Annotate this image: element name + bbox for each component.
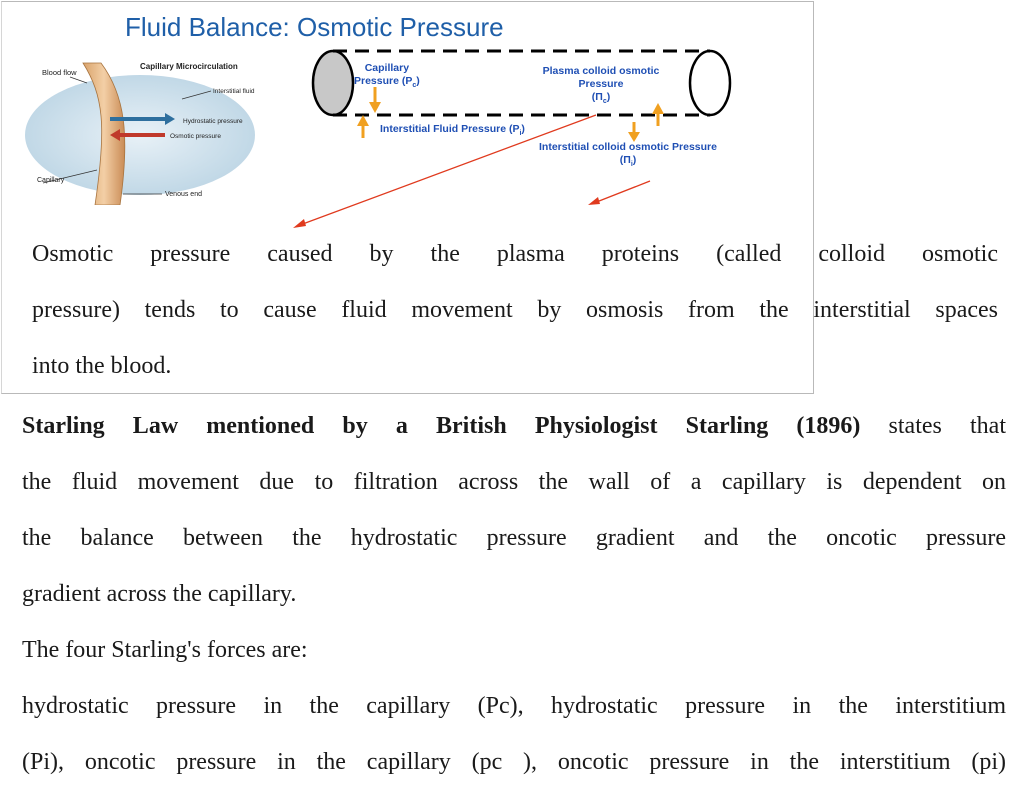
capillary-pressure-line2: Pressure (P — [354, 75, 413, 87]
interstitial-colloid-close: ) — [632, 154, 637, 166]
interstitial-colloid-label: Interstitial colloid osmotic Pressure (Π… — [532, 141, 724, 171]
paragraph2-line1: Starling Law mentioned by a British Phys… — [22, 398, 1006, 454]
blood-flow-pointer — [69, 76, 88, 84]
interstitial-colloid-symbol: (Π — [619, 154, 631, 166]
tube-left-end — [311, 49, 355, 117]
plasma-colloid-arrow — [652, 103, 664, 126]
capillary-microcirculation-illustration: Capillary Microcirculation Blood flow In… — [25, 62, 255, 205]
interstitial-colloid-sub: i — [630, 161, 633, 169]
venous-end-label: Venous end — [165, 191, 202, 198]
paragraph2-line5: The four Starling's forces are: — [22, 637, 308, 663]
starling-law-bold-lead: Starling Law mentioned by a British Phys… — [22, 413, 861, 439]
plasma-colloid-sub: c — [602, 98, 607, 106]
paragraph2-line6: hydrostatic pressure in the capillary (P… — [22, 693, 1006, 719]
plasma-colloid-line2: Pressure — [578, 78, 624, 90]
capillary-vessel — [82, 62, 126, 205]
capillary-pressure-label: Capillary Pressure (Pc) — [354, 62, 420, 92]
slide-title: Fluid Balance: Osmotic Pressure — [125, 12, 504, 42]
blood-flow-label: Blood flow — [42, 68, 77, 77]
tube-right-end — [688, 49, 732, 117]
interstitial-colloid-line1: Interstitial colloid osmotic Pressure — [539, 141, 717, 153]
plasma-colloid-label: Plasma colloid osmotic Pressure (Πc) — [538, 65, 664, 108]
paragraph1-line1: Osmotic pressure caused by the plasma pr… — [32, 241, 998, 267]
interstitial-fluid-pressure-text: Interstitial Fluid Pressure (P — [380, 123, 520, 135]
plasma-colloid-line1: Plasma colloid osmotic — [542, 65, 660, 77]
starling-law-paragraph: Starling Law mentioned by a British Phys… — [22, 398, 1006, 790]
capillary-pressure-close: ) — [416, 75, 420, 87]
illustration-heading: Capillary Microcirculation — [140, 62, 238, 71]
hydrostatic-pressure-label: Hydrostatic pressure — [183, 118, 243, 125]
interstitial-colloid-arrow — [628, 122, 640, 142]
interstitial-fluid-label: Interstitial fluid — [213, 88, 255, 95]
paragraph2-line7: (Pi), oncotic pressure in the capillary … — [22, 749, 1006, 775]
interstitial-fluid-close: ) — [521, 123, 525, 135]
capillary-pressure-line1: Capillary — [364, 62, 410, 74]
capillary-pressure-arrow — [369, 87, 381, 113]
capillary-pointer — [42, 169, 98, 184]
interstitial-fluid-pressure-label: Interstitial Fluid Pressure (Pi) — [380, 123, 525, 140]
paragraph1-line2: pressure) tends to cause fluid movement … — [32, 297, 998, 323]
plasma-colloid-symbol: (Π — [591, 91, 603, 103]
osmotic-pressure-paragraph: Osmotic pressure caused by the plasma pr… — [32, 226, 998, 394]
paragraph2-line2: the fluid movement due to filtration acr… — [22, 469, 1006, 495]
interstitial-fluid-pressure-arrow — [357, 115, 369, 138]
paragraph1-line3: into the blood. — [32, 353, 172, 379]
osmotic-arrow — [110, 129, 165, 141]
plasma-colloid-close: ) — [606, 91, 611, 103]
slide-frame — [1, 1, 814, 394]
paragraph2-line1-rest: states that — [860, 413, 1006, 439]
paragraph2-line4: gradient across the capillary. — [22, 581, 297, 607]
capillary-pressure-sub: c — [412, 82, 417, 90]
interstitial-pointer — [181, 90, 212, 100]
hydrostatic-arrow — [110, 113, 175, 125]
osmotic-pressure-label: Osmotic pressure — [170, 133, 221, 140]
capillary-label: Capillary — [37, 177, 65, 184]
paragraph2-line3: the balance between the hydrostatic pres… — [22, 525, 1006, 551]
